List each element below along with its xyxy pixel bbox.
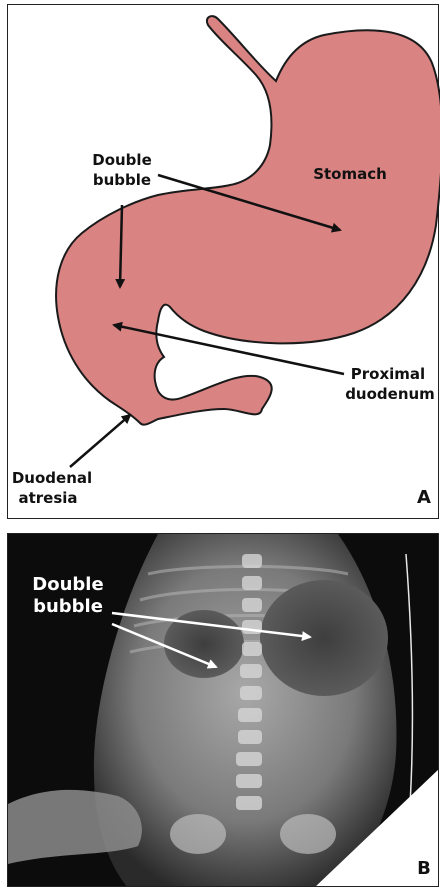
panel-b-xray: Double bubble B [7,533,439,887]
xray-wire [406,554,412,834]
panel-letter-b: B [417,858,431,879]
panel-letter-a: A [417,487,431,508]
stomach-shape [56,16,440,425]
label-double-bubble-line1: Double [92,151,152,169]
label-atresia-line2: atresia [18,489,77,507]
xray-bubble-stomach [260,580,388,696]
label-stomach: Stomach [313,165,387,183]
label-atresia-line1: Duodenal [12,469,92,487]
panel-a-diagram: Double bubble Stomach Proximal duodenum … [7,4,439,519]
stomach-diagram: Double bubble Stomach Proximal duodenum … [8,5,440,520]
label-proximal-line2: duodenum [345,385,435,403]
arrow-duodenal-atresia [70,415,130,467]
xray-image: Double bubble B [8,534,439,887]
label-proximal-line1: Proximal [351,365,425,383]
xray-label-double-bubble-line1: Double [32,574,103,595]
label-double-bubble-line2: bubble [93,171,151,189]
xray-label-double-bubble-line2: bubble [33,596,103,617]
